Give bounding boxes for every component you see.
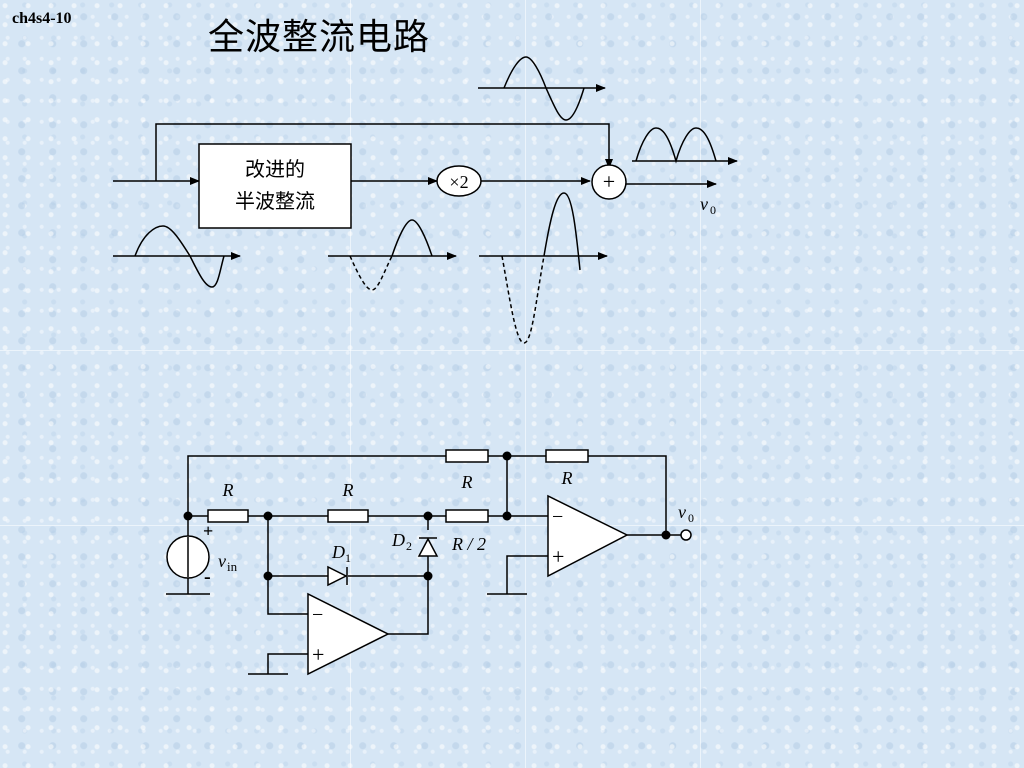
resistor-half-label: R / 2 <box>451 534 486 554</box>
resistor-r3 <box>445 449 489 463</box>
grid-line <box>700 0 701 768</box>
half-wave-dashed-lobe <box>349 255 393 291</box>
bypass-path <box>155 123 613 181</box>
diode-d2-subscript: 2 <box>406 539 412 553</box>
waveforms <box>113 56 738 344</box>
diode-d2 <box>417 537 439 557</box>
resistor-r1-label: R <box>222 480 234 500</box>
half-wave-rectifier-block <box>198 143 352 229</box>
grid-line <box>0 525 1024 526</box>
opamp1-plus-label: + <box>312 642 324 667</box>
opamp1-inverting-wire <box>267 516 308 615</box>
opamp-2 <box>547 494 629 578</box>
top-feedback-wire-left <box>187 455 446 516</box>
source-subscript: in <box>227 559 238 574</box>
circuit-wiring <box>166 455 682 675</box>
diode-d1-label: D <box>331 542 345 562</box>
junction-dot <box>423 571 433 581</box>
junction-dot <box>423 511 433 521</box>
opamp2-plus-label: + <box>552 544 564 569</box>
resistors <box>207 449 589 523</box>
resistor-r2-label: R <box>342 480 354 500</box>
source-minus-label: - <box>204 566 211 588</box>
slide-title: 全波整流电路 <box>208 17 431 58</box>
bypass-sine-wave <box>503 56 585 121</box>
summing-junction <box>591 164 627 200</box>
opamp-1 <box>307 592 390 676</box>
junction-dots <box>183 451 671 581</box>
block-diagram <box>113 123 717 229</box>
diode-d1 <box>327 565 348 587</box>
doubled-wave-dashed-lobe <box>501 255 545 344</box>
resistor-r1 <box>207 509 249 523</box>
circuit-output-subscript: 0 <box>688 511 694 525</box>
junction-dot <box>502 451 512 461</box>
resistor-r4-label: R <box>561 468 573 488</box>
output-feedback-wire <box>588 455 667 535</box>
junction-dot <box>263 571 273 581</box>
diodes <box>327 537 439 587</box>
output-terminal <box>680 529 692 541</box>
rectified-output-wave <box>635 127 717 164</box>
resistor-r3-label: R <box>461 472 473 492</box>
opamps <box>307 494 629 676</box>
source-label: v <box>218 551 226 571</box>
opamp1-noninverting-wire <box>267 653 308 674</box>
resistor-r4 <box>545 449 589 463</box>
grid-line <box>350 0 351 768</box>
opamp1-output-wire <box>388 556 429 635</box>
multiplier-label: ×2 <box>449 172 468 192</box>
grid-line <box>525 0 526 768</box>
diode-d1-subscript: 1 <box>345 551 351 565</box>
doubled-wave-positive-lobe <box>543 192 581 271</box>
junction-dot <box>661 530 671 540</box>
block-output-subscript: 0 <box>710 203 716 217</box>
block-label-line1: 改进的 <box>245 157 305 181</box>
block-output-label: v <box>700 194 708 214</box>
block-label-line2: 半波整流 <box>235 189 315 213</box>
source-plus-label: + <box>203 521 213 541</box>
junction-dot <box>502 511 512 521</box>
slide-code: ch4s4-10 <box>12 10 72 27</box>
half-wave-positive-lobe <box>391 219 433 257</box>
circuit-output-label: v <box>678 502 686 522</box>
resistor-r2 <box>327 509 369 523</box>
resistor-r-half <box>445 509 489 523</box>
opamp2-noninverting-wire <box>506 555 548 594</box>
junction-dot <box>183 511 193 521</box>
grid-line <box>0 350 1024 351</box>
opamp1-minus-label: − <box>312 604 323 626</box>
opamp2-minus-label: − <box>552 506 563 528</box>
input-sine-wave <box>134 225 225 288</box>
summer-label: + <box>603 169 615 194</box>
junction-dot <box>263 511 273 521</box>
diode-d2-label: D <box>391 530 405 550</box>
